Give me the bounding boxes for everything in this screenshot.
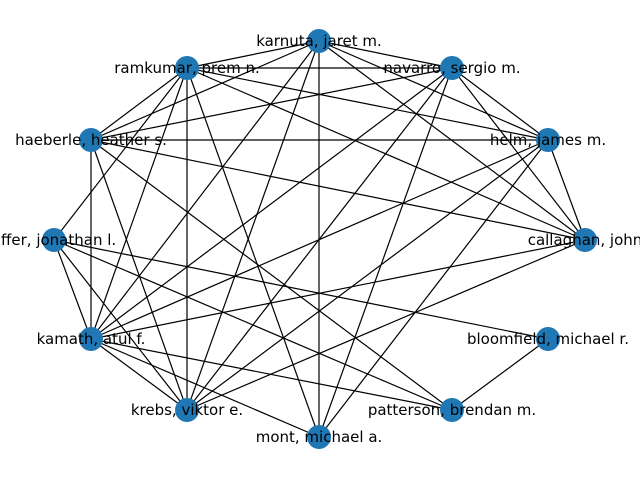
node-mont — [307, 425, 331, 449]
edge-callaghan-kamath — [90, 239, 586, 340]
edge-haeberle-callaghan — [90, 139, 586, 241]
edge-navarro-helm — [451, 67, 549, 141]
edge-karnuta-helm — [318, 40, 549, 141]
edge-ramkumar-haeberle — [90, 67, 188, 141]
edge-karnuta-krebs — [186, 40, 320, 411]
edge-helm-krebs — [186, 139, 549, 411]
edge-navarro-haeberle — [90, 67, 453, 141]
node-ramkumar — [175, 56, 199, 80]
node-helm — [536, 128, 560, 152]
node-label-callaghan: callaghan, john — [528, 231, 640, 249]
node-kamath — [79, 327, 103, 351]
node-label-navarro: navarro, sergio m. — [383, 59, 520, 77]
node-label-shaffer: affer, jonathan l. — [0, 231, 116, 249]
edge-bloomfield-patterson — [451, 338, 549, 411]
node-label-helm: helm, james m. — [490, 131, 606, 149]
node-label-haeberle: haeberle, heather s. — [15, 131, 167, 149]
edge-ramkumar-kamath — [90, 67, 188, 340]
edge-kamath-patterson — [90, 338, 453, 411]
edge-kamath-krebs — [90, 338, 188, 411]
nodes-layer — [42, 29, 597, 449]
edge-karnuta-kamath — [90, 40, 320, 340]
node-label-krebs: krebs, viktor e. — [131, 401, 243, 419]
node-shaffer — [42, 228, 66, 252]
edge-navarro-mont — [318, 67, 453, 438]
edge-shaffer-bloomfield — [53, 239, 549, 340]
edge-callaghan-krebs — [186, 239, 586, 411]
node-bloomfield — [536, 327, 560, 351]
edge-ramkumar-shaffer — [53, 67, 188, 241]
edge-shaffer-kamath — [53, 239, 92, 340]
node-label-kamath: kamath, atul f. — [37, 330, 146, 348]
node-label-ramkumar: ramkumar, prem n. — [114, 59, 259, 77]
edge-haeberle-patterson — [90, 139, 453, 411]
node-haeberle — [79, 128, 103, 152]
edge-karnuta-navarro — [318, 40, 453, 69]
edge-haeberle-krebs — [90, 139, 188, 411]
node-label-mont: mont, michael a. — [256, 428, 383, 446]
node-karnuta — [307, 29, 331, 53]
edge-kamath-mont — [90, 338, 320, 438]
edge-navarro-callaghan — [451, 67, 586, 241]
node-callaghan — [573, 228, 597, 252]
edge-helm-mont — [318, 139, 549, 438]
edge-navarro-kamath — [90, 67, 453, 340]
labels-layer: karnuta, jaret m.navarro, sergio m. helm,… — [0, 32, 640, 446]
edges-layer — [53, 40, 586, 438]
edge-karnuta-haeberle — [90, 40, 320, 141]
edge-ramkumar-mont — [186, 67, 320, 438]
node-krebs — [175, 398, 199, 422]
node-patterson — [440, 398, 464, 422]
node-label-patterson: patterson, brendan m. — [368, 401, 536, 419]
edge-helm-kamath — [90, 139, 549, 340]
edge-ramkumar-helm — [186, 67, 549, 141]
edge-shaffer-krebs — [53, 239, 188, 411]
edge-shaffer-patterson — [53, 239, 453, 411]
edge-helm-callaghan — [547, 139, 586, 241]
node-navarro — [440, 56, 464, 80]
node-label-bloomfield: bloomfield, michael r. — [467, 330, 629, 348]
node-label-karnuta: karnuta, jaret m. — [256, 32, 382, 50]
edge-karnuta-ramkumar — [186, 40, 320, 69]
